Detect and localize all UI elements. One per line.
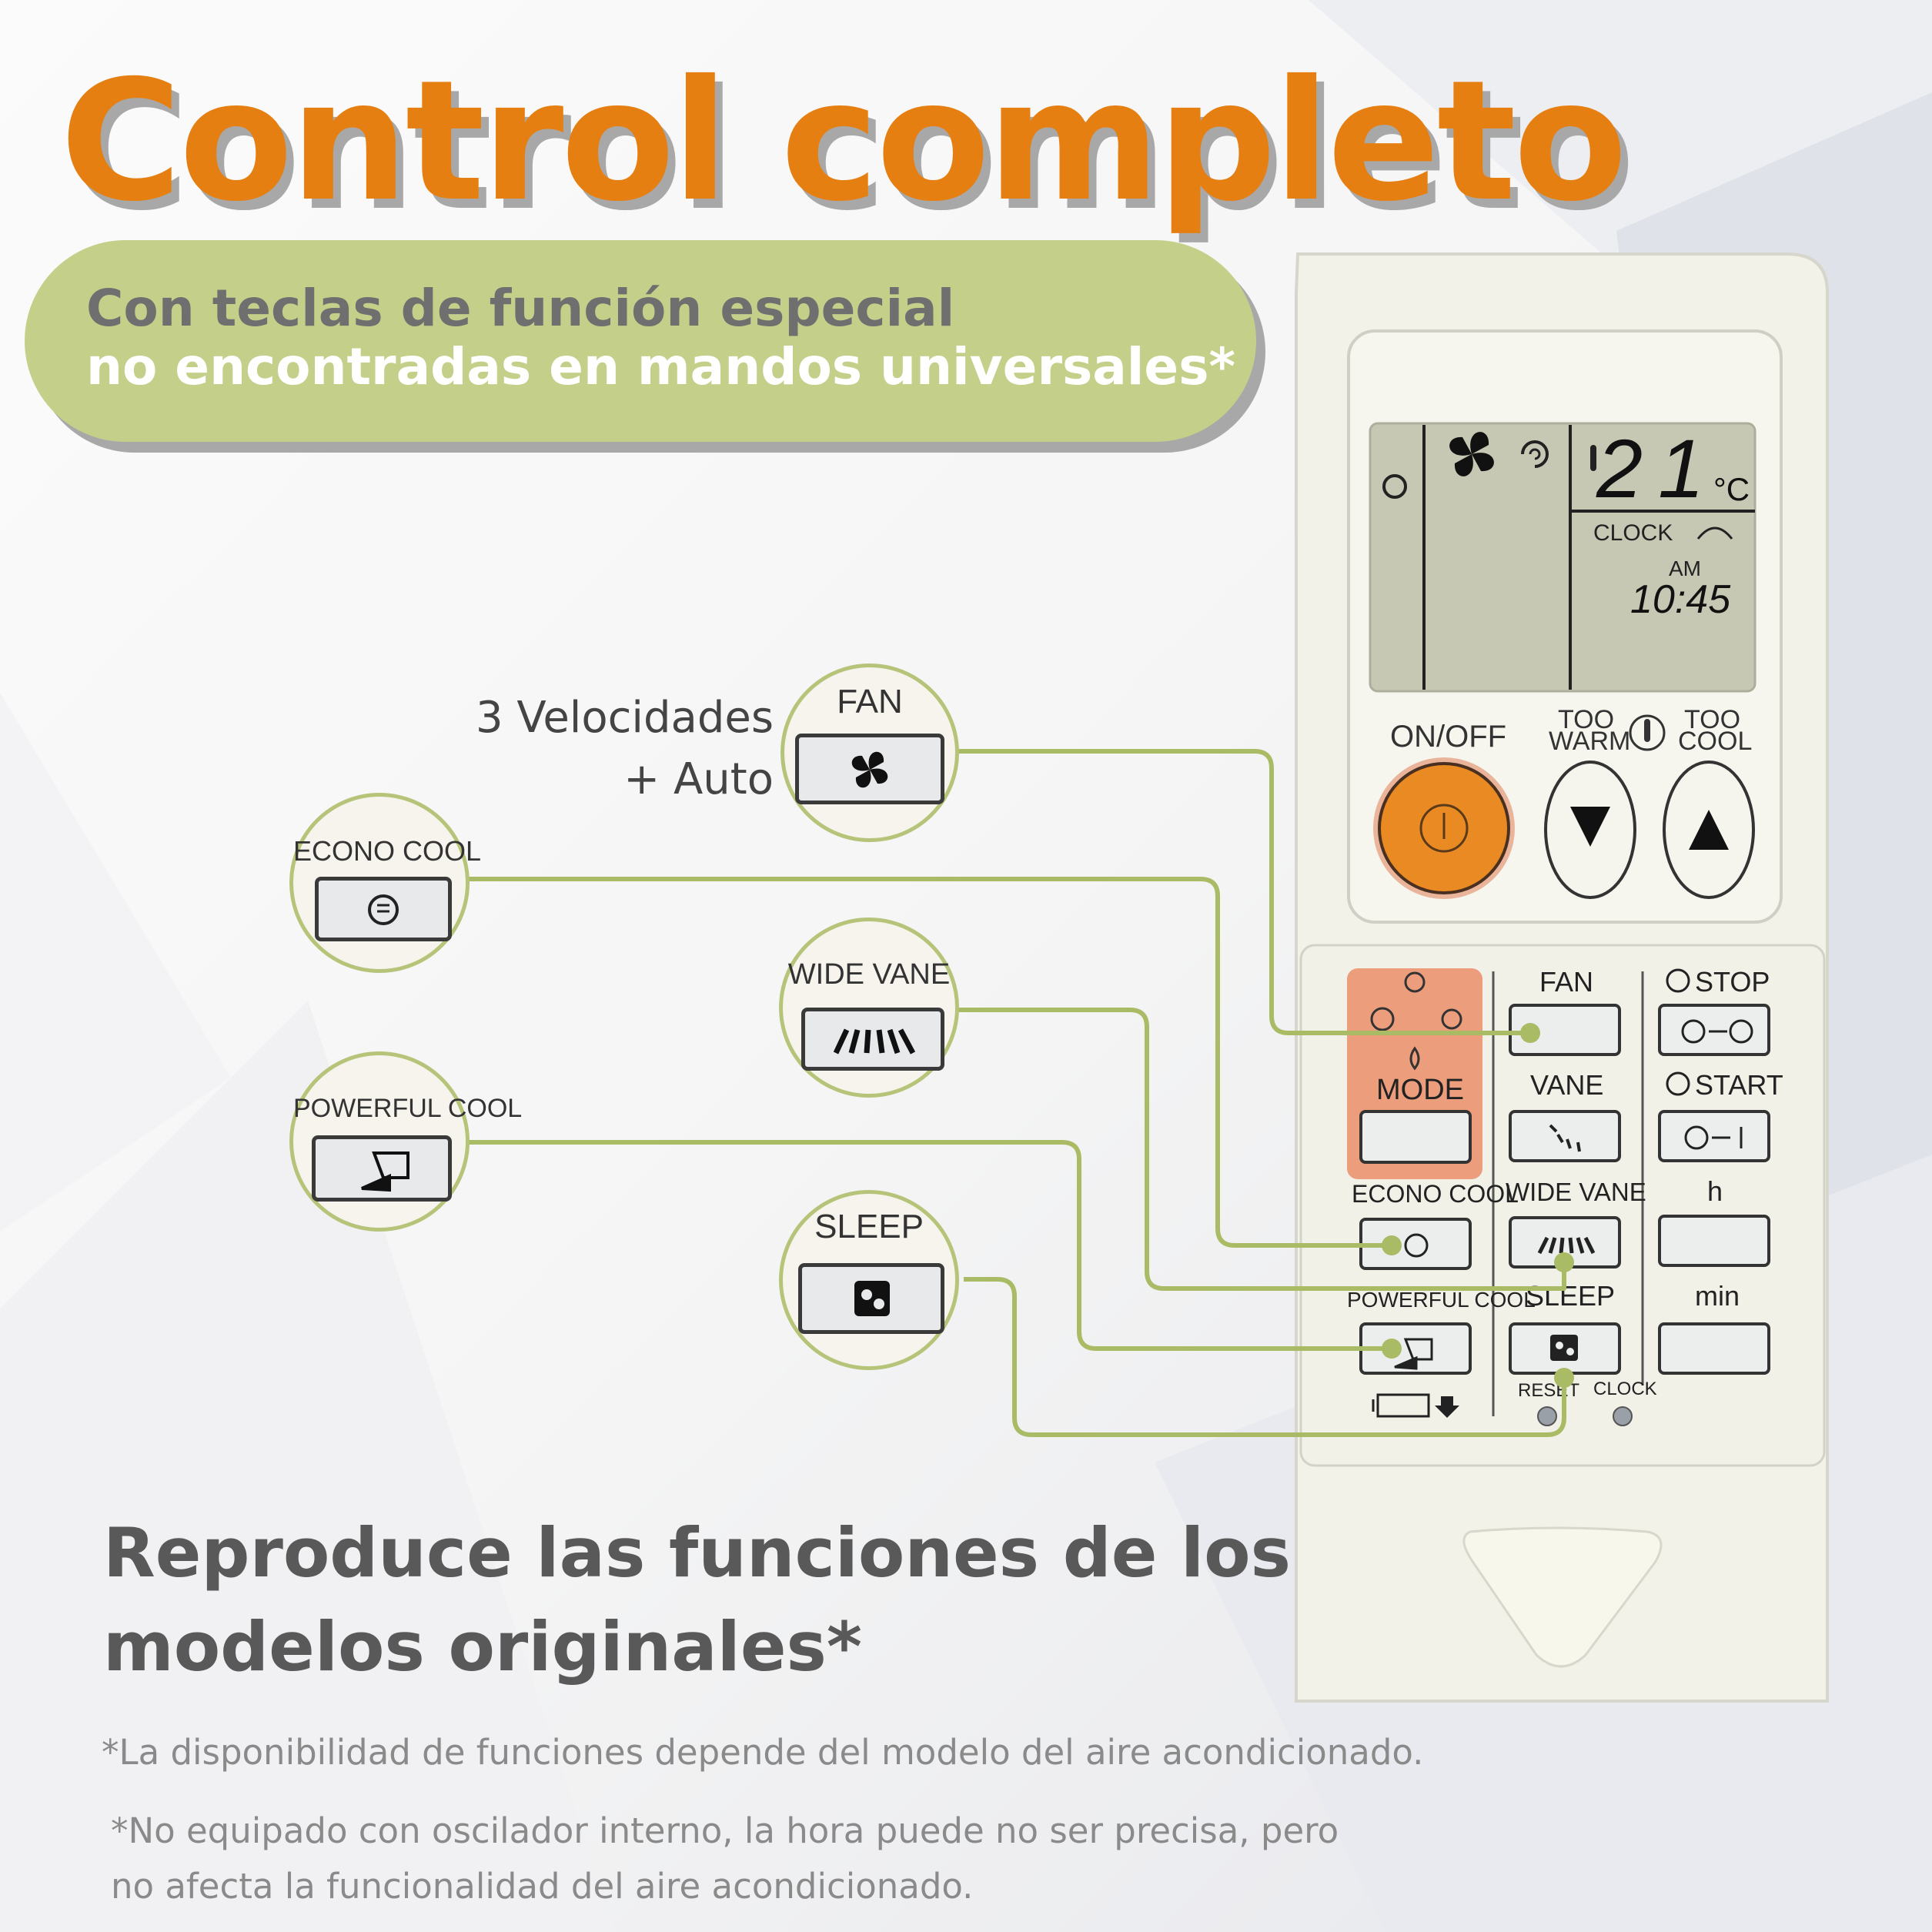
up-arrow-icon [1689,810,1729,850]
callout-wide-vane: WIDE VANE [779,918,959,1098]
lcd-ampm: AM [1669,557,1701,580]
too-warm-label-2: WARM [1549,727,1630,756]
stop-clock-icon [1666,968,1690,993]
lcd-screen [1369,422,1757,693]
hour-label: h [1707,1175,1723,1207]
footnote-availability: *La disponibilidad de funciones depende … [102,1732,1424,1773]
clock-label: CLOCK [1593,1379,1657,1399]
battery-icon [1372,1393,1430,1418]
fan-icon [851,751,888,788]
power-icon [1419,804,1469,853]
start-button[interactable] [1658,1110,1770,1162]
fan-label: FAN [1539,966,1593,998]
callout-econo-cool-button [315,877,452,941]
wide-vane-icon [833,1028,916,1055]
too-cool-label-2: COOL [1678,727,1752,756]
callout-powerful-cool: POWERFUL COOL [289,1051,523,1232]
callout-wide-vane-label: WIDE VANE [787,958,951,991]
footnote-oscillator-2: no afecta la funcionalidad del aire acon… [111,1866,974,1907]
too-cool-label-1: TOO [1684,705,1740,734]
reset-button[interactable] [1537,1406,1557,1426]
econo-cool-icon [1404,1233,1429,1258]
thermometer-icon [1629,714,1666,751]
connector-lines [466,749,1566,1437]
subtitle-line-1: Con teclas de función especial [86,279,955,338]
callout-powerful-cool-label: POWERFUL COOL [293,1094,523,1123]
callout-econo-cool-label: ECONO COOL [293,835,482,867]
down-arrow-small-icon [1435,1396,1459,1418]
callout-fan-label: FAN [837,683,903,720]
callout-sleep-label: SLEEP [814,1208,924,1245]
fan-speed-note-2: + Auto [623,754,774,804]
timer-on-icon [1684,1125,1743,1150]
on-off-label: ON/OFF [1390,720,1506,754]
fan-speed-note-1: 3 Velocidades [475,693,774,743]
minute-button[interactable] [1658,1322,1770,1375]
on-off-button[interactable] [1373,757,1515,899]
subtitle-line-2: no encontradas en mandos universales* [86,337,1235,396]
footnote-oscillator-1: *No equipado con oscilador interno, la h… [111,1810,1339,1851]
too-warm-button[interactable] [1544,760,1636,899]
lcd-temperature: 21 [1596,422,1720,515]
econo-cool-icon [368,894,399,925]
callout-wide-vane-button [801,1008,944,1071]
sleep-icon [1550,1335,1578,1361]
lcd-clock-arc [1696,526,1733,540]
powerful-cool-label: POWERFUL COOL [1347,1288,1536,1312]
start-label: START [1695,1069,1783,1101]
stop-label: STOP [1695,966,1770,998]
callout-sleep: SLEEP [779,1190,959,1370]
lcd-clock-label: CLOCK [1593,520,1673,546]
down-arrow-icon [1570,807,1610,847]
minute-label: min [1695,1280,1740,1312]
subtitle-banner [25,240,1256,442]
callout-fan-button [795,734,944,804]
callout-powerful-cool-button [312,1135,452,1202]
vane-button[interactable] [1509,1110,1621,1162]
timer-off-icon [1681,1019,1753,1044]
callout-econo-cool: ECONO COOL [289,793,482,973]
vane-label: VANE [1530,1069,1603,1101]
fan-button[interactable] [1509,1004,1621,1056]
connector-dots [1382,1023,1574,1388]
lcd-temp-unit: °C [1713,471,1750,507]
econo-cool-label: ECONO COOL [1352,1180,1519,1208]
wide-vane-icon [1537,1236,1596,1255]
powerful-cool-icon [1394,1338,1433,1370]
lcd-mode-icon [1382,474,1407,499]
too-cool-button[interactable] [1663,760,1755,899]
start-clock-icon [1666,1071,1690,1096]
too-warm-label-1: TOO [1558,705,1614,734]
lcd-thermo-icon [1590,445,1596,471]
clock-button[interactable] [1613,1406,1633,1426]
callout-fan: FAN [780,663,959,842]
bottom-headline-2: modelos originales* [103,1607,862,1686]
sleep-icon [854,1281,890,1316]
page-title: Control completo [60,45,1627,238]
lcd-time: 10:45 [1630,577,1731,622]
wide-vane-label: WIDE VANE [1506,1178,1646,1206]
lcd-fan-icon [1449,432,1494,476]
powerful-cool-icon [361,1152,409,1192]
mode-icon [1370,971,1462,1071]
mode-button[interactable] [1359,1110,1472,1164]
lcd-swing-icon [1521,440,1549,468]
callout-sleep-button [798,1263,944,1334]
mode-label: MODE [1376,1074,1464,1106]
remote-bottom-tab [1462,1526,1663,1668]
hour-button[interactable] [1658,1215,1770,1267]
bottom-headline-1: Reproduce las funciones de los [103,1513,1292,1593]
vane-icon [1549,1124,1581,1152]
sleep-label: SLEEP [1526,1280,1615,1312]
